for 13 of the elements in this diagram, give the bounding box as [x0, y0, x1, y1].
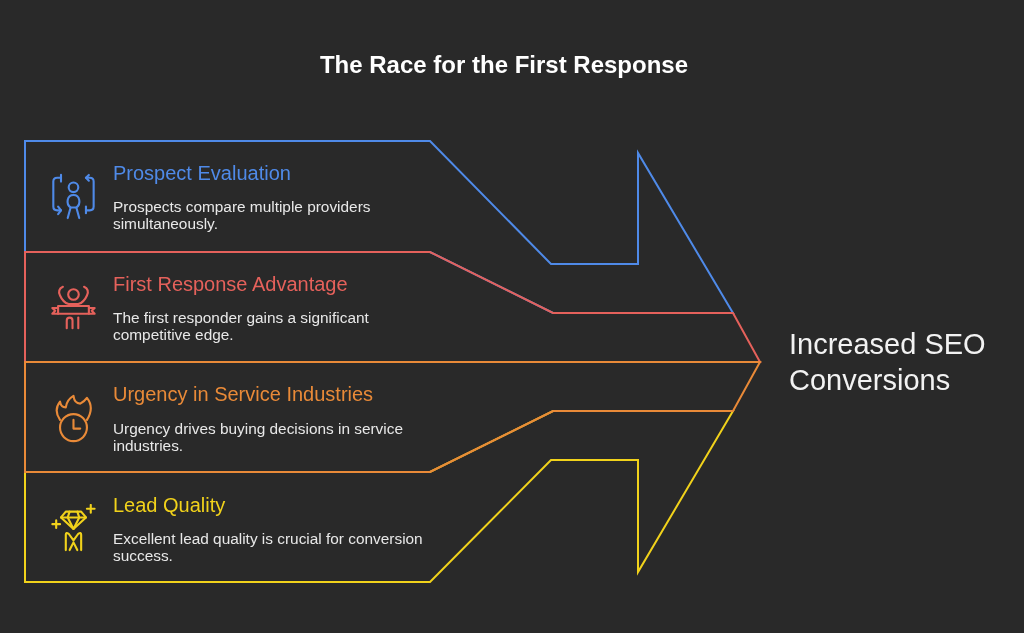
section-description: Prospects compare multiple providers simultaneously.	[113, 198, 372, 232]
outcome-text: Increased SEO Conversions	[789, 327, 987, 398]
diagram-title: The Race for the First Response	[319, 51, 689, 79]
section-heading: First Response Advantage	[113, 272, 348, 296]
section-description: Urgency drives buying decisions in service industries.	[113, 420, 404, 454]
arrow-band	[23, 360, 762, 474]
section-heading: Lead Quality	[113, 493, 226, 517]
arrow-band	[23, 409, 735, 584]
section-heading: Urgency in Service Industries	[113, 382, 374, 406]
arrow-band	[23, 250, 762, 364]
section-description: The first responder gains a significant competitive edge.	[113, 309, 370, 343]
section-heading: Prospect Evaluation	[113, 161, 291, 185]
section-description: Excellent lead quality is crucial for conversion success.	[113, 530, 424, 564]
